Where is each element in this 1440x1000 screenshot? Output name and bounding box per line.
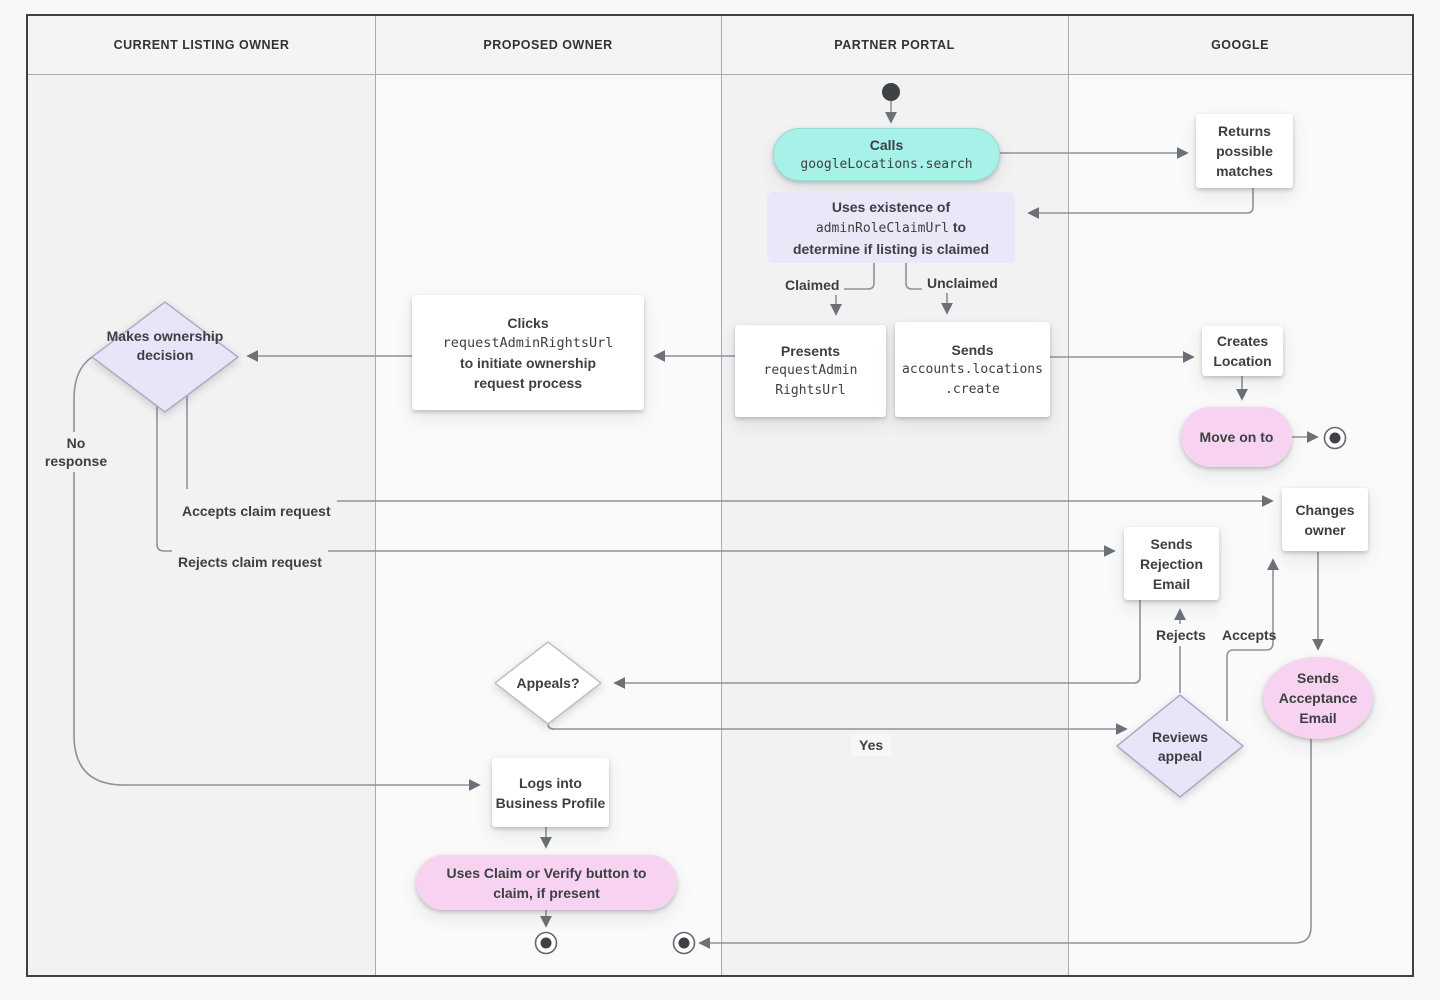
step-creates-location: Creates Location [1202,326,1283,376]
edge-label-unclaimed: Unclaimed [922,273,1003,293]
edge-label-no-response: No response [38,432,114,472]
step-line4: request process [473,374,583,391]
lane-header-current-listing-owner: CURRENT LISTING OWNER [113,38,290,52]
terminal-label: Uses Claim or Verify button to claim, if… [446,864,647,901]
step-logs-into-business-profile: Logs into Business Profile [492,758,609,827]
note-uses-existence-adminroleclaimurl: Uses existence of adminRoleClaimUrl to d… [767,192,1015,263]
step-label: Returns possible matches [1216,123,1273,179]
step-label: Creates Location [1213,333,1272,369]
edge-label-rejects-claim-request: Rejects claim request [172,540,328,575]
connector-reviews-accepts-to-changes-owner [1226,558,1279,721]
swimlane-frame: CURRENT LISTING OWNER PROPOSED OWNER PAR… [26,14,1414,977]
api-method-label: googleLocations.search [800,156,973,172]
step-label: Sends Acceptance Email [1278,670,1358,726]
step-sends-acceptance-email: Sends Acceptance Email [1263,657,1373,739]
decision-diamond-makes-ownership [91,301,239,413]
connector-accepts-claim-to-changes-owner [186,392,1274,507]
step-line3: to initiate ownership [459,354,597,371]
api-field-label: adminRoleClaimUrl [815,220,949,236]
step-sends-accounts-locations-create: Sends accounts.locations .create [895,322,1050,417]
lane-divider [721,16,722,975]
api-field-label: RightsUrl [775,383,846,398]
decision-diamond-appeals [494,641,602,725]
connector-no-response-to-logs-in [73,356,481,791]
step-label: Logs into Business Profile [495,774,606,811]
terminal-uses-claim-or-verify: Uses Claim or Verify button to claim, if… [416,855,677,910]
step-label: Changes owner [1295,501,1355,538]
step-title: Clicks [507,314,549,331]
start-node [882,83,900,101]
action-calls-googlelocations-search: Calls googleLocations.search [773,128,1000,181]
terminal-move-on-to: Move on to [1181,407,1292,467]
decision-diamond-reviews-appeal [1116,694,1244,798]
step-returns-possible-matches: Returns possible matches [1196,114,1293,188]
connector-rejection-to-appeals [613,600,1141,689]
decision-label-appeals: Appeals? [516,675,580,691]
decision-label-makes-ownership: Makes ownership decision [106,328,224,363]
lane-header-bar [28,16,1412,75]
step-title: Presents [780,343,841,359]
connector-acceptance-to-end [698,739,1312,949]
edge-label-accepts-claim-request: Accepts claim request [176,489,337,524]
action-title: Calls [869,136,904,153]
lane-divider [375,16,376,975]
api-field-label: requestAdmin [763,363,858,378]
connector-returns-to-uses [1027,188,1254,219]
end-node-after-moveon [1323,426,1347,450]
step-changes-owner: Changes owner [1282,488,1368,551]
step-label: Sends Rejection Email [1139,535,1203,592]
lane-header-google: GOOGLE [1211,38,1269,52]
decision-label-reviews-appeal: Reviews appeal [1151,729,1209,764]
step-sends-rejection-email: Sends Rejection Email [1124,527,1219,600]
edge-label-yes: Yes [851,734,892,756]
edge-label-accepts: Accepts [1222,627,1277,643]
connector-appeals-yes-to-reviews [547,723,1128,735]
api-field-label: requestAdminRightsUrl [442,334,614,351]
step-title: Sends [951,341,994,358]
edge-label-rejects: Rejects [1151,624,1211,646]
lane-header-partner-portal: PARTNER PORTAL [834,38,955,52]
end-node-after-claim [534,931,558,955]
lane-header-proposed-owner: PROPOSED OWNER [483,38,613,52]
api-method-label: accounts.locations [902,361,1043,377]
step-clicks-requestadminrightsurl: Clicks requestAdminRightsUrl to initiate… [412,295,644,410]
api-method-label: .create [945,381,1000,397]
note-line3: determine if listing is claimed [792,240,990,257]
end-node-after-acceptance [672,931,696,955]
edge-label-claimed: Claimed [780,275,845,295]
connector-rejects-claim-to-rejection-email [156,405,1116,557]
terminal-label: Move on to [1199,429,1274,445]
step-presents-requestadminrightsurl: Presents requestAdmin RightsUrl [735,325,886,417]
note-line2: adminRoleClaimUrl to [815,218,967,236]
note-line1: Uses existence of [831,198,951,215]
lane-divider [1068,16,1069,975]
